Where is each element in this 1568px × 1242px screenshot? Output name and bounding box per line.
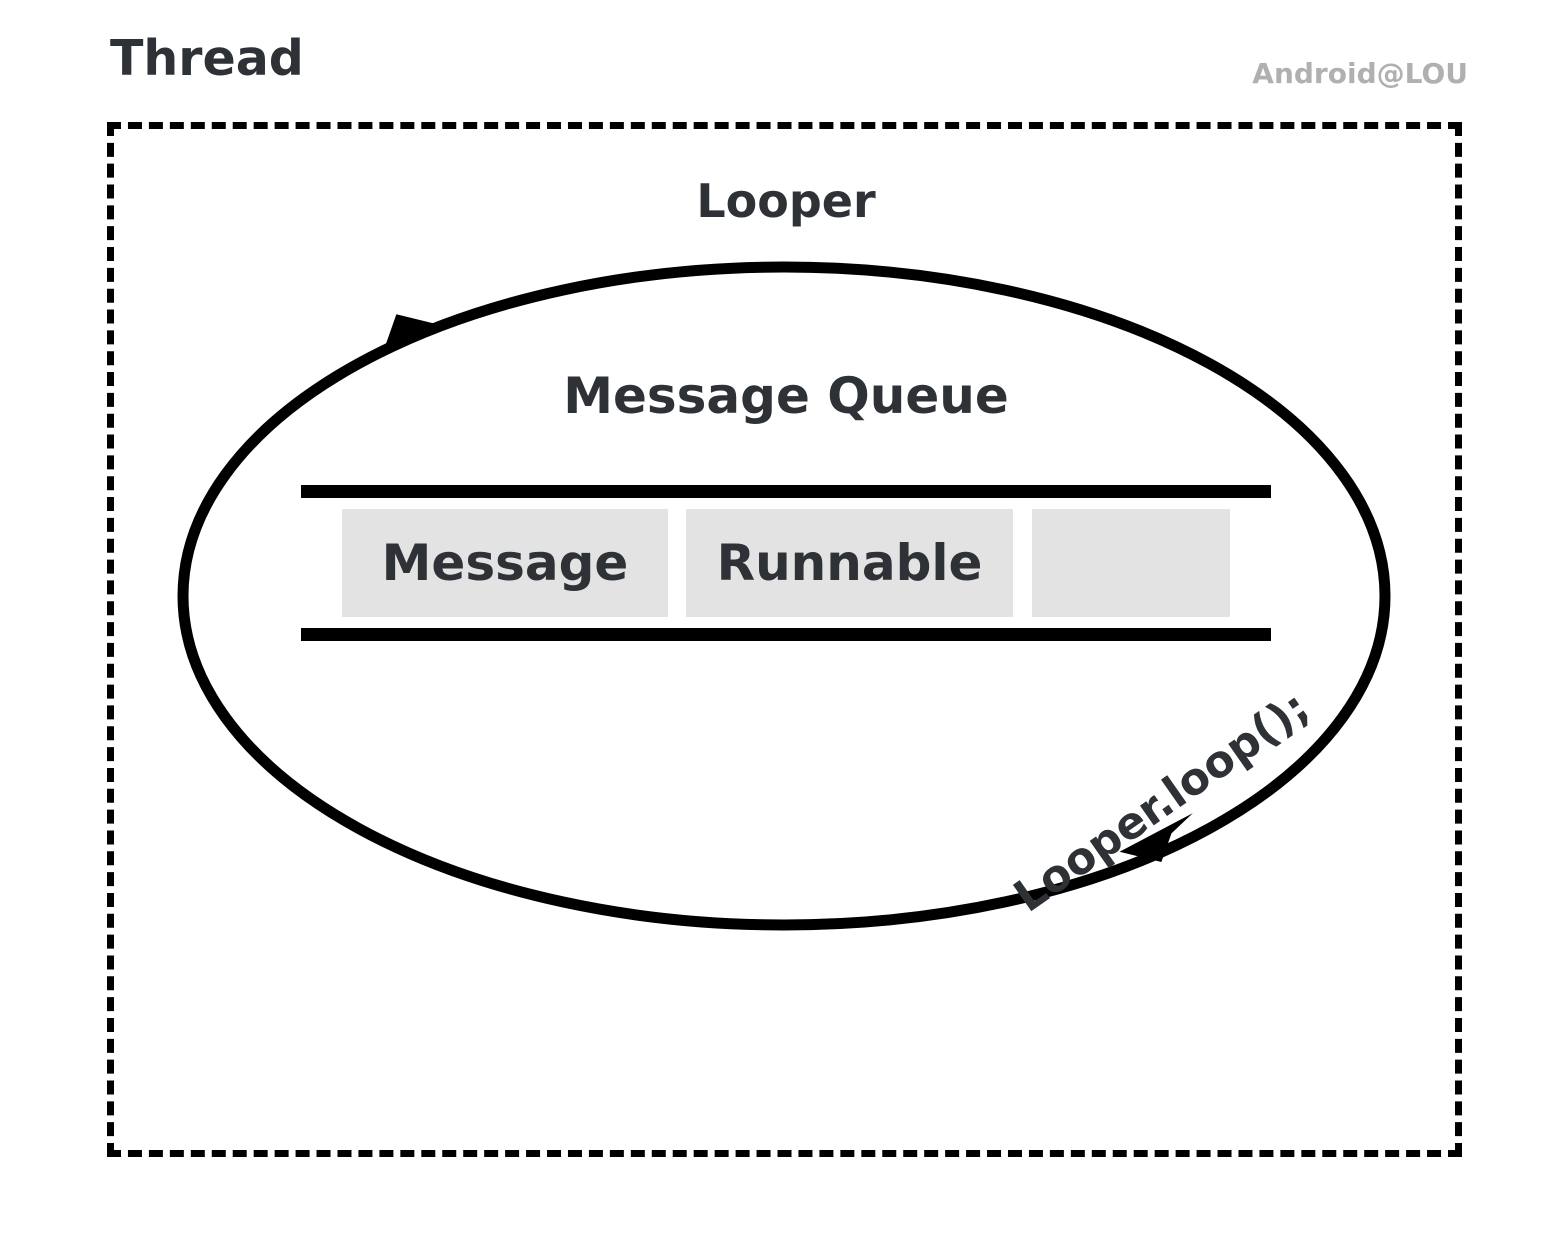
- queue-slot-runnable-label: Runnable: [716, 534, 983, 592]
- message-queue-slots: Message Runnable: [342, 509, 1232, 617]
- queue-rail-bottom: [301, 628, 1271, 641]
- looper-label-text: Looper: [696, 174, 876, 228]
- queue-slot-empty[interactable]: [1032, 509, 1230, 617]
- queue-rail-top: [301, 485, 1271, 498]
- thread-boundary-box: [107, 122, 1462, 1157]
- watermark-label: Android@LOU: [1252, 57, 1468, 90]
- message-queue-label: Message Queue: [0, 371, 1568, 421]
- looper-label: Looper: [0, 178, 1568, 224]
- page-title: Thread: [110, 30, 304, 87]
- message-queue-label-text: Message Queue: [563, 367, 1009, 425]
- queue-slot-message-label: Message: [381, 534, 629, 592]
- queue-slot-message[interactable]: Message: [342, 509, 668, 617]
- queue-slot-runnable[interactable]: Runnable: [686, 509, 1013, 617]
